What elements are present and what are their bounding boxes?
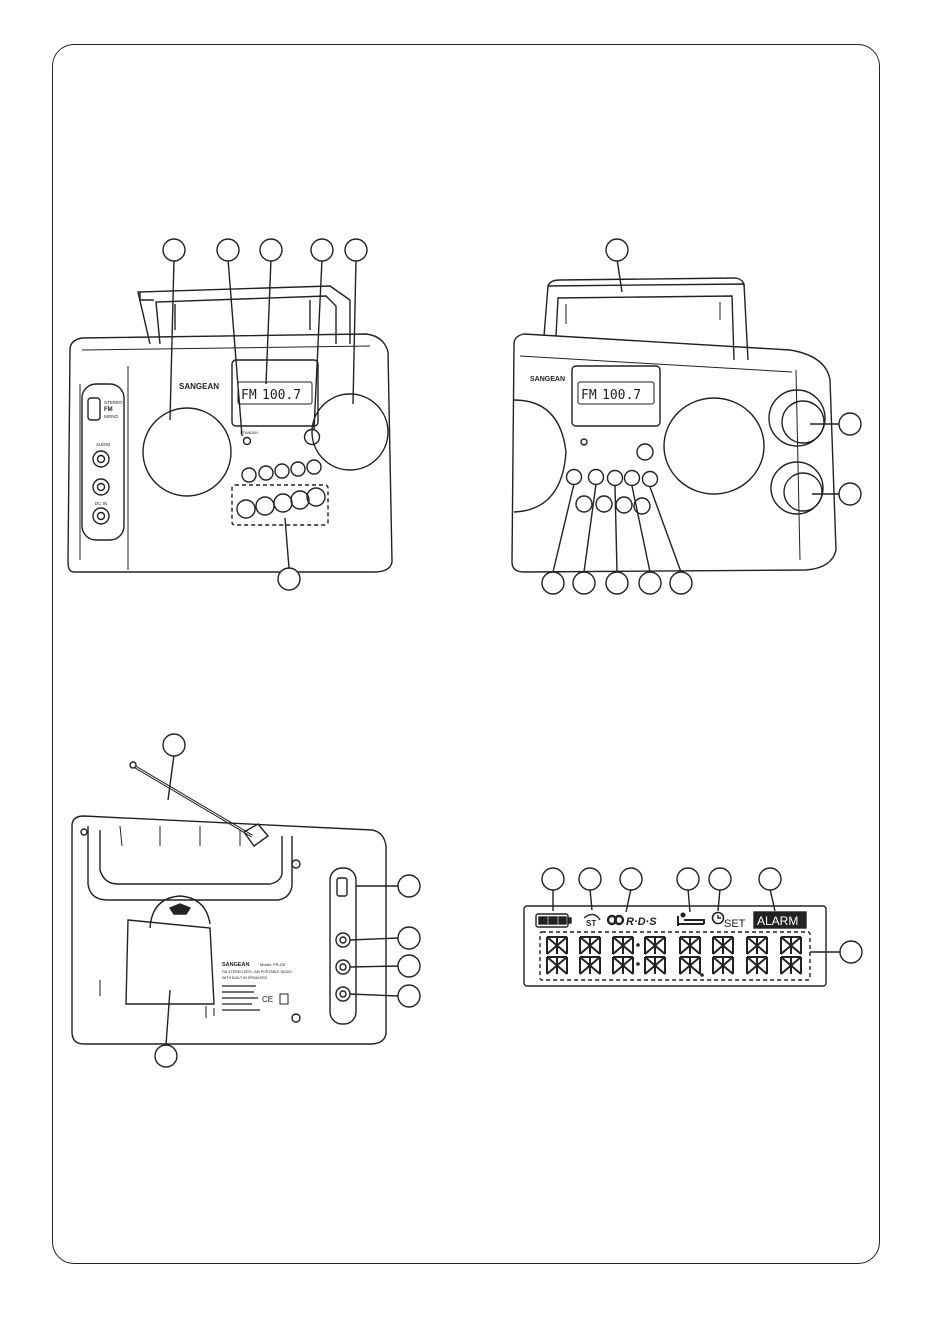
angled-right-speaker bbox=[664, 398, 764, 494]
segment-digit bbox=[747, 937, 767, 954]
front-display-band: FM bbox=[241, 388, 257, 403]
angled-callout-leaders bbox=[553, 259, 839, 572]
back-brand-logo: SANGEAN bbox=[222, 962, 250, 968]
stereo-indicator-text: ST bbox=[586, 919, 596, 928]
telescopic-antenna bbox=[130, 762, 268, 846]
angled-body bbox=[512, 334, 836, 572]
battery-indicator-icon bbox=[536, 914, 571, 927]
clock-set-indicator-icon: SET bbox=[713, 913, 746, 931]
rds-indicator-text: R·D·S bbox=[626, 916, 657, 928]
angled-left-speaker bbox=[514, 400, 566, 512]
front-view-radio: STEREO FM MONO AUDIO DC IN SANGEAN FM 10… bbox=[68, 239, 392, 590]
segment-digit bbox=[613, 957, 633, 974]
front-callouts bbox=[163, 239, 367, 590]
angled-display-frequency: 100.7 bbox=[602, 388, 641, 403]
sleep-indicator-icon bbox=[678, 913, 704, 927]
standby-label: STANDBY bbox=[240, 430, 259, 435]
segment-digit bbox=[680, 937, 700, 954]
alarm-indicator-icon: ALARM bbox=[754, 912, 806, 928]
front-body bbox=[68, 334, 392, 572]
lcd-detail: ST R·D·S SET ALARM bbox=[524, 868, 862, 986]
segment-digit bbox=[713, 937, 733, 954]
jack-audio-label: AUDIO bbox=[96, 442, 111, 447]
segment-digits bbox=[547, 937, 801, 974]
rds-indicator-icon: R·D·S bbox=[608, 916, 657, 928]
angled-power-button bbox=[637, 444, 653, 460]
clock-set-text: SET bbox=[724, 918, 746, 930]
stereo-indicator-icon: ST bbox=[584, 914, 600, 928]
segment-digit bbox=[580, 937, 600, 954]
angled-brand-logo: SANGEAN bbox=[530, 376, 565, 383]
right-speaker-grille bbox=[312, 394, 388, 470]
back-view-radio: SANGEAN Model: PR-D5 FM STEREO RDS / AM … bbox=[72, 734, 420, 1067]
segment-digit bbox=[580, 957, 600, 974]
angled-carry-handle bbox=[544, 278, 748, 360]
back-rating-label: SANGEAN Model: PR-D5 FM STEREO RDS / AM … bbox=[222, 962, 292, 1010]
segment-digit bbox=[547, 937, 567, 954]
segment-digit bbox=[547, 957, 567, 974]
segment-digit bbox=[680, 957, 700, 974]
angled-display-band: FM bbox=[581, 388, 597, 403]
back-model-label: Model: PR-D5 bbox=[260, 962, 286, 967]
jack-dcin-label: DC IN bbox=[95, 501, 107, 506]
back-desc-line2: WITH BUILT-IN SPEAKERS bbox=[222, 976, 268, 980]
segment-digit bbox=[713, 957, 733, 974]
segment-digit bbox=[781, 937, 801, 954]
segment-digit bbox=[781, 957, 801, 974]
angled-view-radio: SANGEAN FM 100.7 bbox=[512, 239, 861, 594]
segment-digit bbox=[645, 957, 665, 974]
back-desc-line1: FM STEREO RDS / AM PORTABLE RADIO bbox=[222, 970, 292, 974]
switch-fm-label: FM bbox=[104, 407, 113, 413]
front-brand-logo: SANGEAN bbox=[179, 382, 219, 391]
segment-digit bbox=[645, 937, 665, 954]
front-function-buttons bbox=[242, 460, 321, 482]
segment-digit bbox=[613, 937, 633, 954]
alarm-indicator-text: ALARM bbox=[757, 914, 798, 928]
back-side-panel bbox=[330, 868, 356, 1024]
angled-function-buttons bbox=[567, 470, 658, 487]
front-display-frequency: 100.7 bbox=[262, 388, 301, 403]
front-preset-buttons bbox=[232, 485, 328, 525]
standby-indicator bbox=[244, 438, 251, 445]
angled-callouts bbox=[542, 239, 861, 594]
back-handle-recess bbox=[88, 826, 292, 900]
switch-stereo-label: STEREO bbox=[104, 400, 123, 405]
left-speaker-grille bbox=[143, 408, 231, 496]
front-side-panel: STEREO FM MONO AUDIO DC IN bbox=[82, 384, 124, 540]
segment-digit bbox=[747, 957, 767, 974]
angled-preset-buttons bbox=[576, 496, 650, 514]
ce-mark: CE bbox=[262, 995, 273, 1004]
switch-mono-label: MONO bbox=[104, 414, 118, 419]
